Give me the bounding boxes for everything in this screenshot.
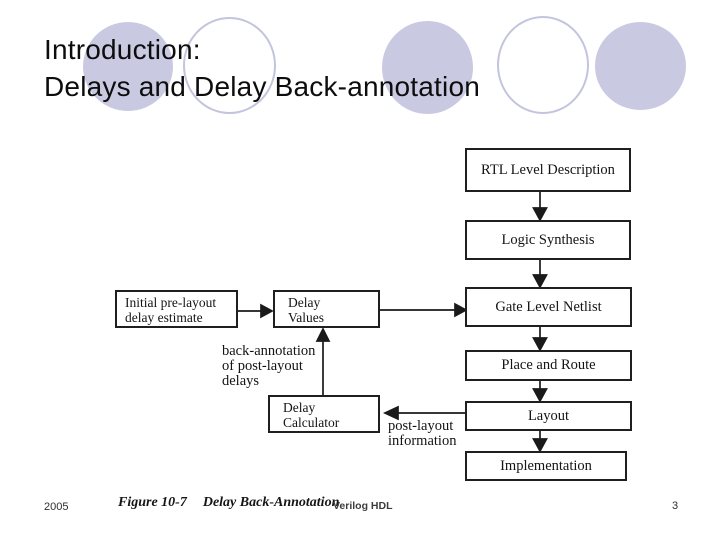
label-back-annotation: back-annotation of post-layout delays: [222, 344, 315, 389]
box-initial-prelayout-delay-estimate: Initial pre-layout delay estimate: [115, 290, 238, 328]
flow-box-label: Place and Route: [501, 357, 596, 373]
slide-title-line1: Introduction:: [44, 34, 201, 65]
decor-ellipse-filled-2: [382, 21, 473, 114]
footer-page-number: 3: [672, 500, 679, 512]
flow-box-label: Logic Synthesis: [501, 231, 595, 248]
box-line: Calculator: [283, 415, 340, 430]
label-post-layout-information: post-layout information: [388, 419, 456, 449]
label-line: of post-layout: [222, 358, 303, 374]
flow-box-label: Implementation: [500, 457, 592, 474]
arrowhead-delay-calculator-to-delay-values: [315, 327, 331, 342]
decor-ellipse-filled-1: [83, 22, 173, 111]
flow-box-label: Gate Level Netlist: [495, 298, 602, 315]
footer-course-name: Verilog HDL: [333, 500, 393, 512]
figure-caption-label: Figure 10-7: [118, 495, 187, 510]
box-delay-calculator: Delay Calculator: [268, 395, 380, 433]
label-line: information: [388, 433, 457, 449]
flow-box-label: Layout: [527, 407, 570, 424]
slide-title: Introduction: Delays and Delay Back-anno…: [44, 31, 480, 105]
slide-title-line2: Delays and Delay Back-annotation: [44, 71, 480, 102]
arrowhead-rtl-to-logic: [532, 207, 548, 222]
flow-box-logic-synthesis: Logic Synthesis: [465, 220, 631, 260]
flow-box-gate-level-netlist: Gate Level Netlist: [465, 287, 632, 327]
flow-box-implementation: Implementation: [465, 451, 627, 481]
label-line: back-annotation: [222, 343, 316, 359]
label-line: delays: [222, 373, 260, 389]
box-line: delay estimate: [125, 310, 203, 325]
figure-caption-title: Delay Back-Annotation: [202, 495, 340, 510]
box-line: Delay: [288, 295, 321, 310]
box-delay-values: Delay Values: [273, 290, 380, 328]
flow-box-place-and-route: Place and Route: [465, 350, 632, 381]
box-line: Initial pre-layout: [125, 295, 217, 310]
arrowhead-place-to-layout: [532, 388, 548, 403]
arrowhead-netlist-to-place: [532, 337, 548, 352]
footer-year: 2005: [44, 501, 69, 513]
flow-box-rtl-level-description: RTL Level Description: [465, 148, 631, 192]
box-line: Delay: [283, 400, 316, 415]
label-line: post-layout: [388, 418, 454, 434]
arrowhead-logic-to-netlist: [532, 274, 548, 289]
figure-caption: Figure 10-7 Delay Back-Annotation: [118, 495, 339, 511]
decor-ellipse-outline-2: [497, 16, 589, 114]
box-line: Values: [288, 310, 324, 325]
arrowhead-layout-to-implementation: [532, 438, 548, 453]
decor-ellipse-outline-1: [183, 17, 276, 114]
decor-ellipse-filled-3: [595, 22, 686, 110]
arrowhead-estimate-to-delay-values: [260, 303, 274, 319]
flow-box-layout: Layout: [465, 401, 632, 431]
flow-box-label: RTL Level Description: [481, 161, 615, 178]
